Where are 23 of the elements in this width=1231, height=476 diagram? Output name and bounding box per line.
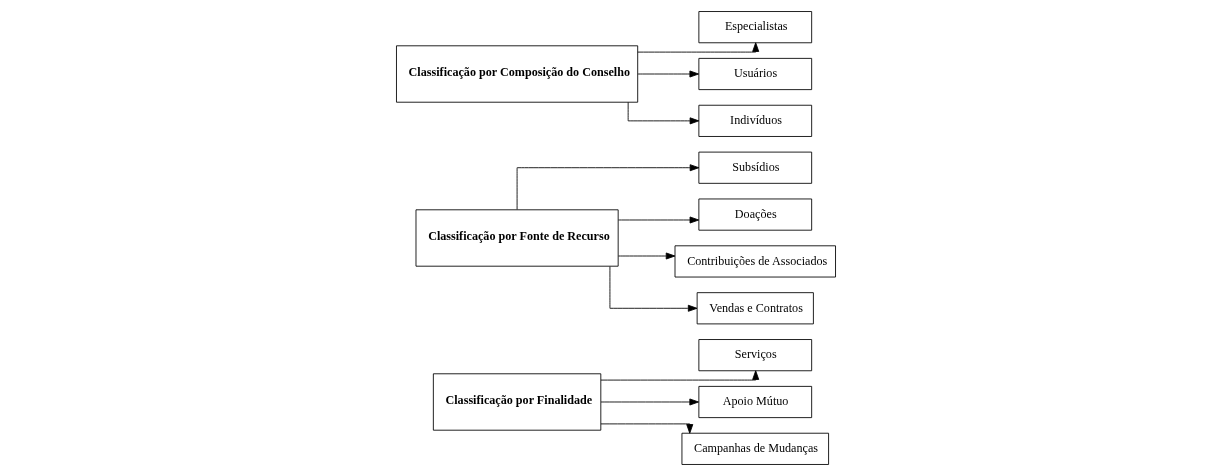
node-box: Serviços	[697, 339, 812, 372]
node-box: Especialistas	[697, 11, 812, 44]
arrow	[627, 101, 699, 125]
arrow	[617, 252, 675, 260]
node-box: Campanhas de Mudanças	[681, 432, 829, 465]
node-box: Vendas e Contratos	[696, 292, 814, 325]
arrow	[516, 164, 699, 210]
arrow	[636, 42, 759, 53]
node-box: Classificação por Finalidade	[432, 373, 601, 431]
arrow	[599, 370, 759, 381]
arrow	[599, 423, 693, 434]
node-box: Classificação por Fonte de Recurso	[415, 209, 619, 267]
arrow	[609, 266, 697, 312]
node-box: Doações	[697, 198, 812, 231]
arrow	[637, 70, 699, 78]
node-box: Classificação por Composição do Conselho	[395, 45, 638, 103]
node-box: Indivíduos	[697, 104, 812, 137]
arrow	[617, 216, 699, 224]
node-box: Contribuições de Associados	[674, 245, 836, 278]
node-box: Subsídios	[697, 151, 812, 184]
node-box: Apoio Mútuo	[697, 385, 812, 419]
node-box: Usuários	[697, 57, 812, 91]
arrow	[600, 398, 699, 406]
